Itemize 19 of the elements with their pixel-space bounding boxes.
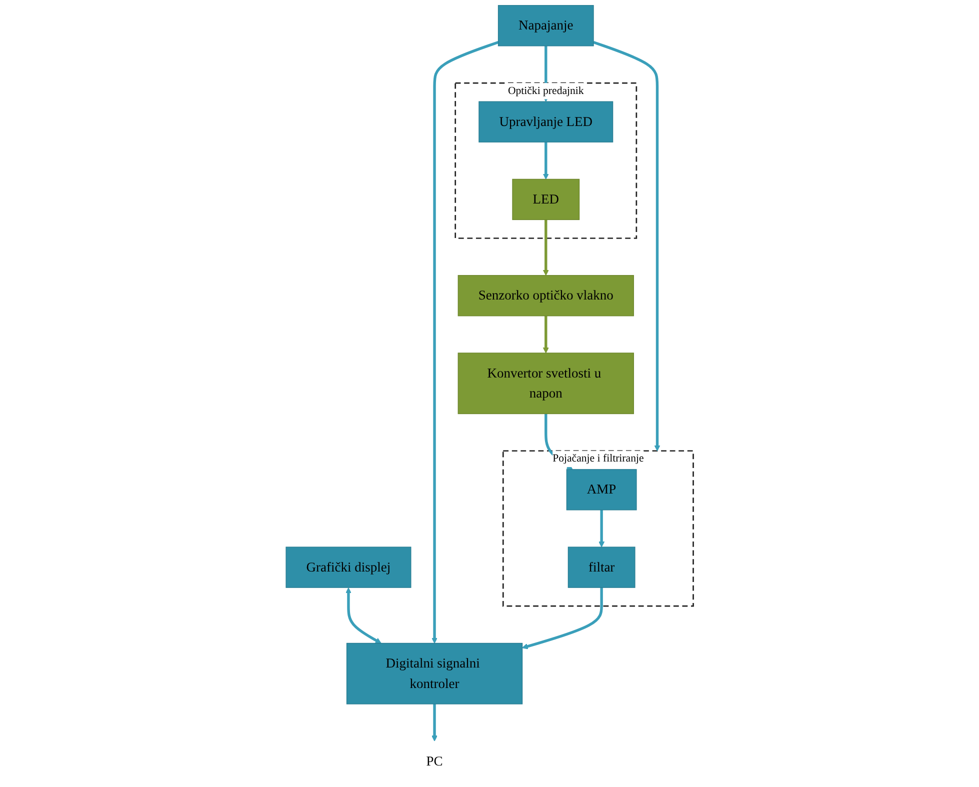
node-box: Grafički displej <box>286 546 412 588</box>
node-box: filtar <box>568 546 636 588</box>
node-text: PC <box>426 754 443 769</box>
node-box: Upravljanje LED <box>478 101 613 142</box>
node-box: Senzorko optičko vlakno <box>458 275 634 316</box>
node-box: Konvertor svetlosti u napon <box>458 352 634 414</box>
arrow <box>542 142 549 180</box>
arrow <box>345 588 382 644</box>
arrow <box>598 510 604 548</box>
node-box: LED <box>512 178 580 220</box>
arrow <box>592 40 660 452</box>
node-box: Digitalni signalni kontroler <box>346 642 522 704</box>
arrow <box>542 316 549 354</box>
node-box: Napajanje <box>498 5 594 46</box>
node-box: AMP <box>566 469 637 510</box>
arrow <box>542 220 549 276</box>
arrow <box>431 704 438 742</box>
arrow <box>431 40 499 644</box>
arrow <box>522 588 603 650</box>
